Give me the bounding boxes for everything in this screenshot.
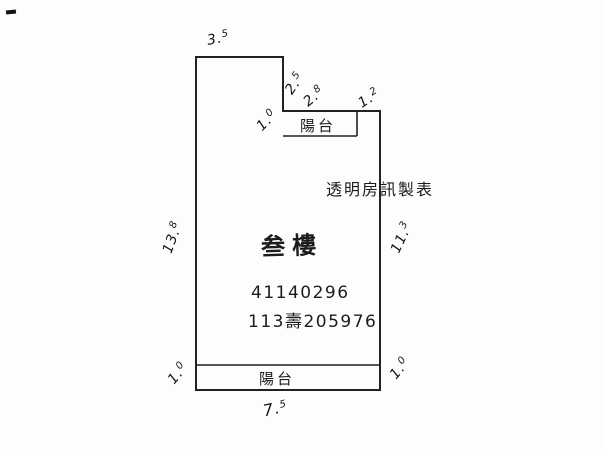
dim-sup: 5 [220, 28, 229, 41]
top-balcony-label: 陽台 [300, 117, 337, 135]
floor-number-label: 叁樓 [260, 229, 324, 262]
source-credit-label: 透明房訊製表 [326, 180, 435, 199]
bottom-balcony-label: 陽台 [259, 370, 296, 388]
registry-number-label: 113壽205976 [248, 312, 378, 332]
case-number-label: 41140296 [251, 283, 350, 303]
top-balcony-walls [283, 111, 358, 137]
outer-wall-outline [195, 56, 381, 391]
